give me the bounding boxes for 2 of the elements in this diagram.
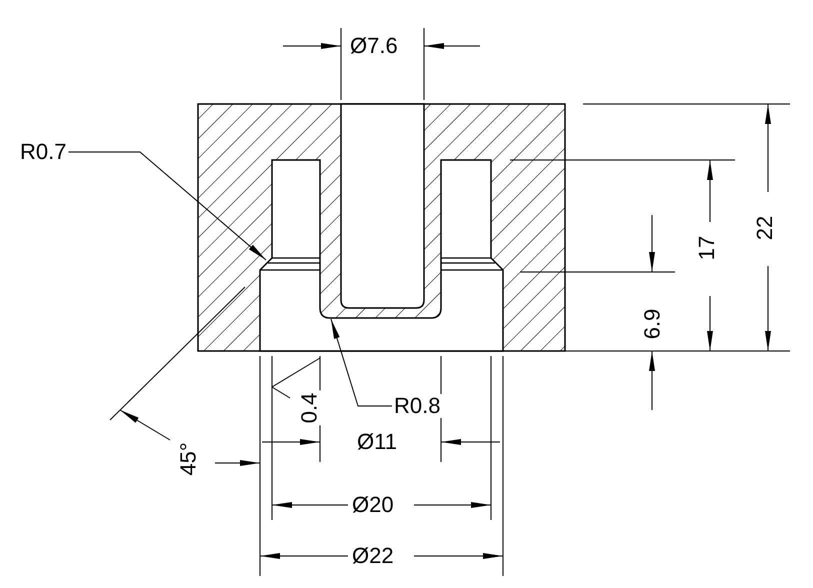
leader-line: [330, 318, 392, 406]
leader-line: [68, 152, 266, 260]
